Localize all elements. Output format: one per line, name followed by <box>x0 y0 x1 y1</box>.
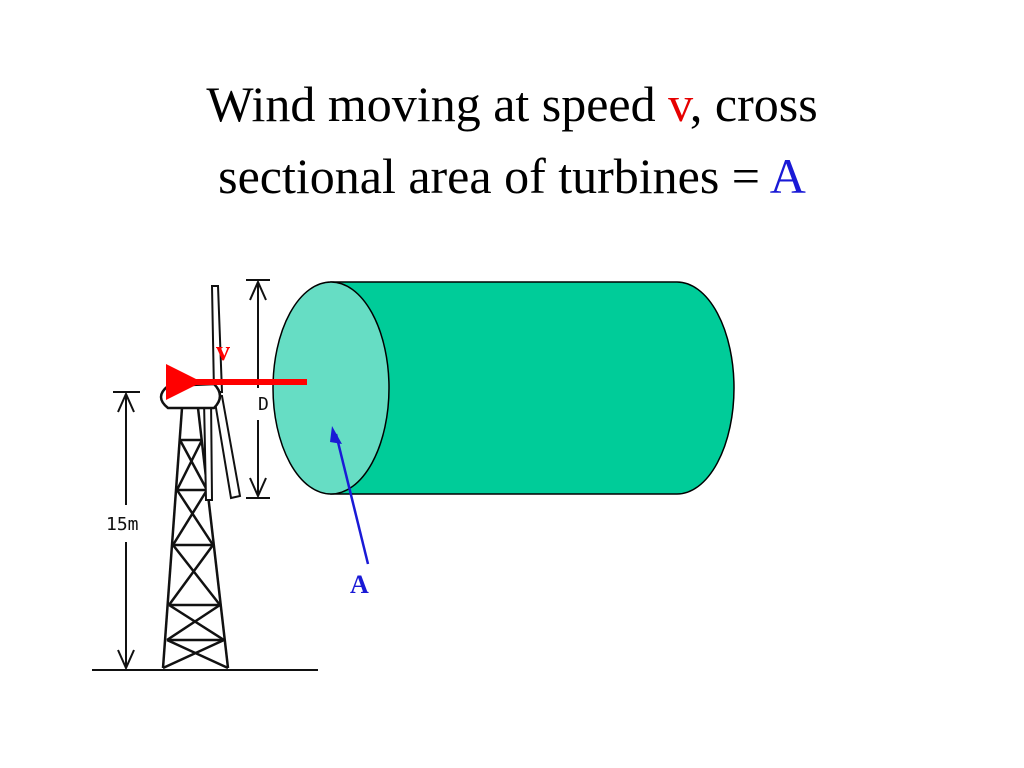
title-line-2: sectional area of turbines = A <box>0 140 1024 212</box>
title-text-2a: sectional area of turbines = <box>218 148 770 204</box>
height-label: 15m <box>106 514 139 535</box>
diameter-label: D <box>258 394 269 415</box>
area-label: A <box>350 570 369 599</box>
title-line-1: Wind moving at speed v, cross <box>0 68 1024 140</box>
turbine-nacelle <box>159 382 222 410</box>
title-text-1b: , cross <box>689 76 818 132</box>
slide-title: Wind moving at speed v, cross sectional … <box>0 68 1024 212</box>
height-dimension <box>113 391 140 671</box>
velocity-label: v <box>216 336 230 367</box>
cylinder-cross-section <box>272 281 390 495</box>
title-var-v: v <box>668 76 690 132</box>
turbine-blades <box>202 285 242 501</box>
area-pointer-arrow <box>330 426 370 565</box>
title-text-1a: Wind moving at speed <box>206 76 669 132</box>
title-var-a: A <box>769 148 806 204</box>
diameter-dimension <box>246 279 270 499</box>
lattice-tower <box>161 407 230 670</box>
wind-cylinder-body <box>330 281 735 495</box>
